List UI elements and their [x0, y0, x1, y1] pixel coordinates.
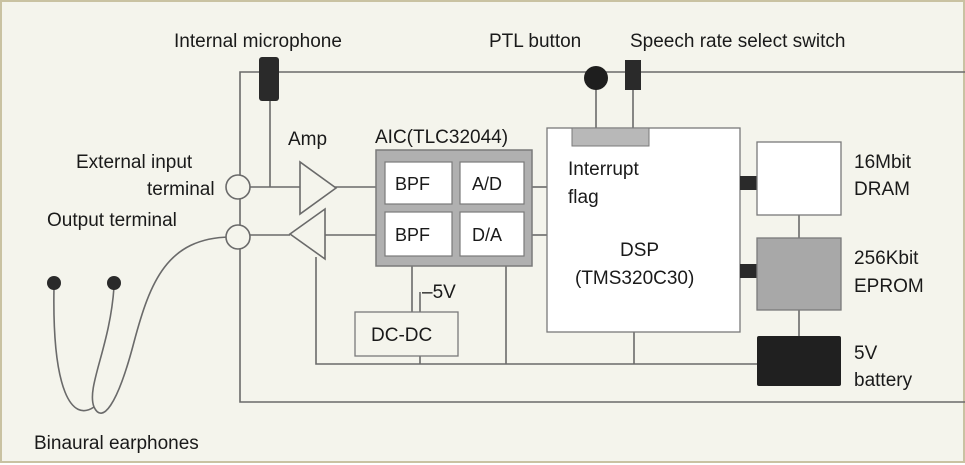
- input-amp-triangle: [299, 160, 338, 216]
- dcdc-label: DC-DC: [371, 325, 432, 346]
- earphones-label: Binaural earphones: [34, 433, 199, 454]
- dsp-block: [546, 127, 741, 333]
- eprom-bus-connector: [740, 264, 758, 278]
- battery-label-line1: 5V: [854, 343, 878, 364]
- wiring: [53, 71, 965, 414]
- interrupt-flag-block: [571, 127, 650, 147]
- ptl-button-label: PTL button: [489, 31, 581, 52]
- ptl-button-icon: [584, 66, 608, 90]
- bpf-top-label: BPF: [395, 174, 430, 194]
- speech-rate-switch-icon: [625, 60, 641, 90]
- da-label: D/A: [472, 225, 502, 245]
- interrupt-label-line1: Interrupt: [568, 159, 639, 180]
- output-terminal-label: Output terminal: [47, 210, 177, 231]
- ground-bus: [315, 257, 767, 365]
- external-input-terminal-icon: [225, 174, 251, 200]
- earphone-cord-right: [91, 236, 231, 414]
- dram-bus-connector: [740, 176, 758, 190]
- bpf-top-block: [384, 161, 453, 205]
- amp-label: Amp: [288, 129, 327, 150]
- dcdc-block: [354, 311, 459, 357]
- output-terminal-icon: [225, 224, 251, 250]
- battery-label-line2: battery: [854, 370, 913, 391]
- left-earpiece-icon: [47, 276, 61, 290]
- eprom-label-line1: 256Kbit: [854, 248, 919, 269]
- bpf-bottom-block: [384, 211, 453, 257]
- dram-block: [756, 141, 842, 216]
- external-input-label-line2: terminal: [147, 179, 215, 200]
- speech-rate-switch-label: Speech rate select switch: [630, 31, 845, 52]
- dsp-label-line2: (TMS320C30): [575, 268, 694, 289]
- battery-block: [757, 336, 841, 386]
- internal-microphone-label: Internal microphone: [174, 31, 342, 52]
- minus-5v-label: –5V: [422, 282, 456, 303]
- dram-label-line2: DRAM: [854, 179, 910, 200]
- dsp-label-line1: DSP: [620, 240, 659, 261]
- ad-block: [459, 161, 525, 205]
- output-amp-triangle: [288, 207, 326, 261]
- aic-label: AIC(TLC32044): [375, 127, 508, 148]
- bpf-bottom-label: BPF: [395, 225, 430, 245]
- da-block: [459, 211, 525, 257]
- eprom-block: [756, 237, 842, 311]
- bus-connectors: [740, 176, 758, 278]
- dram-label-line1: 16Mbit: [854, 152, 912, 173]
- interrupt-label-line2: flag: [568, 187, 599, 208]
- ad-label: A/D: [472, 174, 502, 194]
- external-input-label-line1: External input: [76, 152, 193, 173]
- earphone-cord-left: [53, 286, 95, 412]
- microphone-icon: [259, 57, 279, 101]
- right-earpiece-icon: [107, 276, 121, 290]
- eprom-label-line2: EPROM: [854, 276, 924, 297]
